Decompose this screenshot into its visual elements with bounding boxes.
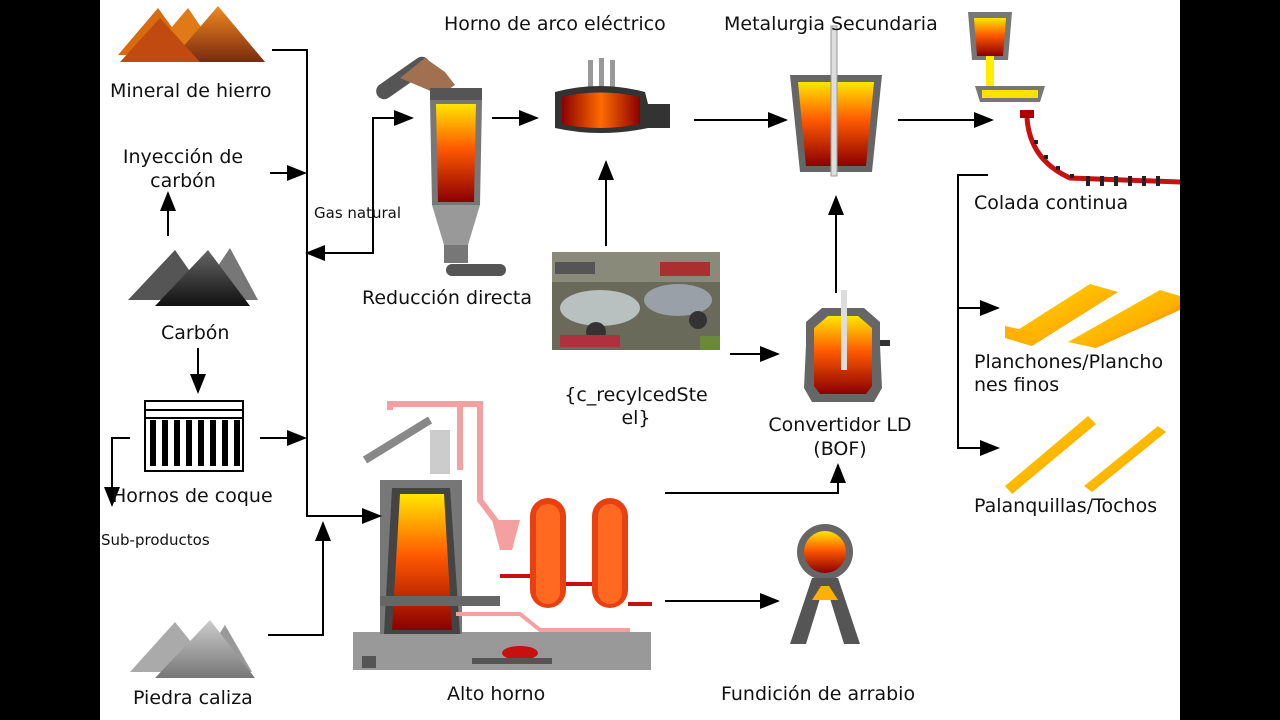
- label-coal: Carbón: [161, 322, 230, 344]
- flow-lines: [104, 49, 1000, 636]
- continuous-casting: [968, 12, 1180, 186]
- label-secondary-metallurgy: Metalurgia Secundaria: [724, 13, 938, 35]
- billets: [1005, 416, 1166, 494]
- label-ld-converter-1: Convertidor LD: [768, 414, 912, 436]
- label-recycled-steel-1: {c_recylcedSte: [564, 384, 708, 406]
- label-limestone: Piedra caliza: [133, 687, 253, 709]
- electric-arc-furnace: [555, 58, 670, 133]
- process-diagram: [104, 6, 1180, 678]
- direct-reduction-furnace: [376, 56, 506, 276]
- label-natural-gas: Gas natural: [314, 204, 402, 222]
- secondary-metallurgy-ladle: [790, 25, 882, 177]
- label-coke-ovens: Hornos de coque: [112, 485, 273, 507]
- label-slabs-2: nes finos: [974, 374, 1060, 396]
- blast-furnace: [353, 401, 652, 670]
- iron-ore-pile: [118, 6, 265, 62]
- coal-pile: [128, 248, 258, 306]
- diagram-canvas: Mineral de hierro Inyección de carbón Ca…: [100, 0, 1180, 720]
- label-slabs-1: Planchones/Plancho: [974, 351, 1164, 373]
- ld-converter: [804, 290, 890, 402]
- slabs: [1005, 284, 1180, 348]
- label-recycled-steel-2: el}: [621, 407, 651, 429]
- label-billets: Palanquillas/Tochos: [974, 495, 1158, 517]
- label-electric-arc-furnace: Horno de arco eléctrico: [444, 13, 666, 35]
- pig-iron-casting: [790, 524, 860, 644]
- label-coal-injection-1: Inyección de: [122, 146, 244, 168]
- label-by-products: Sub-productos: [101, 531, 210, 549]
- label-direct-reduction: Reducción directa: [362, 287, 532, 309]
- limestone-pile: [130, 620, 255, 678]
- label-continuous-casting: Colada continua: [974, 192, 1129, 214]
- coke-ovens: [144, 400, 244, 472]
- scrap-steel-photo: [552, 252, 720, 350]
- label-ld-converter-2: (BOF): [813, 438, 867, 460]
- label-coal-injection-2: carbón: [150, 170, 216, 192]
- label-blast-furnace: Alto horno: [447, 683, 546, 705]
- label-pig-iron-casting: Fundición de arrabio: [721, 683, 916, 705]
- label-iron-ore: Mineral de hierro: [110, 80, 272, 102]
